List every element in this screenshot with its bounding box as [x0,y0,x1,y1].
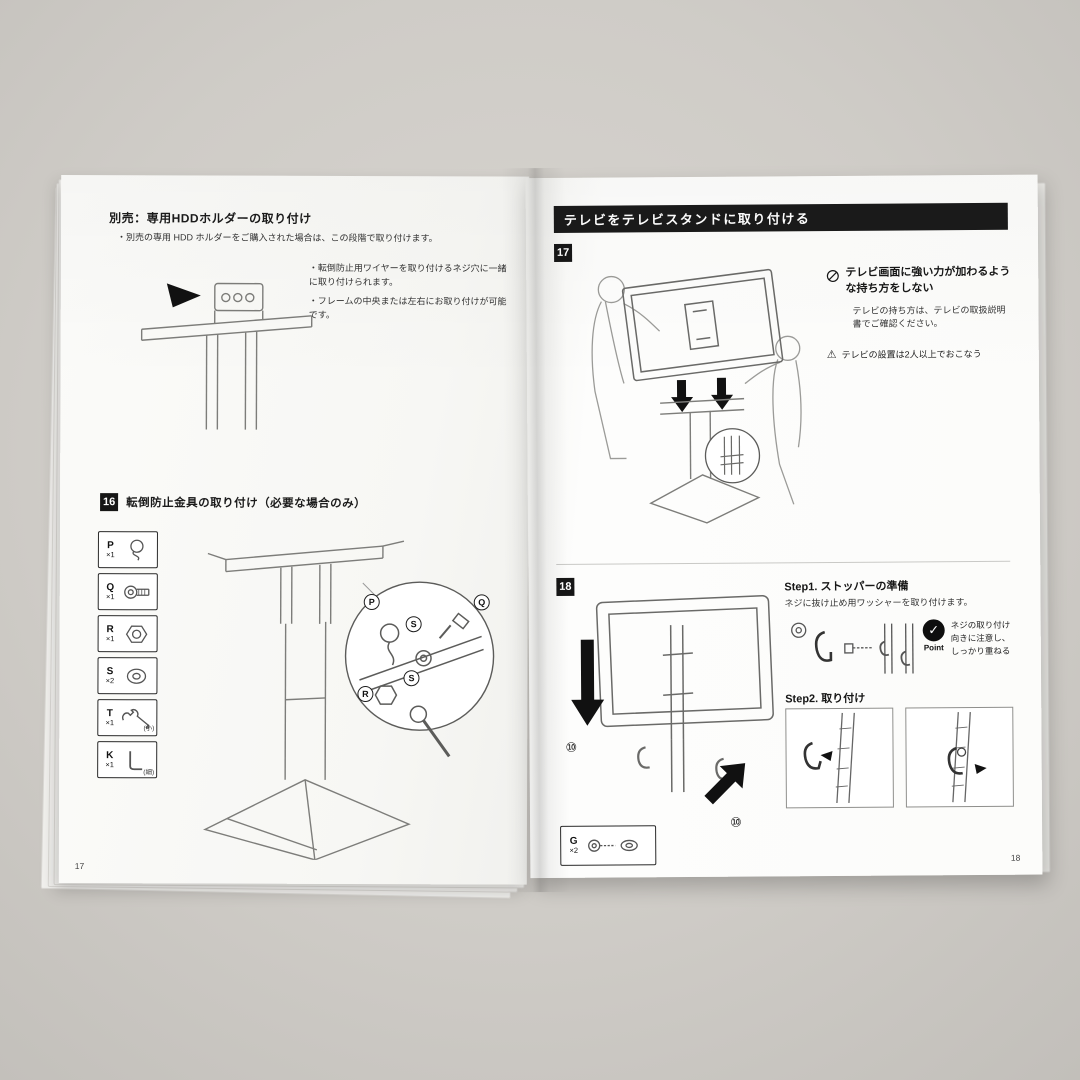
part-row-k: K ×1 (細) [97,741,158,779]
note-frame: ・フレームの中央または左右にお取り付けが可能です。 [308,295,507,320]
step16-header: 16 転倒防止金具の取り付け（必要な場合のみ） [100,493,366,512]
arrow-up-left-icon [704,763,746,805]
stand-assembly-illustration: P S Q R S [167,527,520,861]
step2-detail-boxes [785,706,1014,809]
part-row-p: P ×1 [97,531,158,569]
page-number-right: 18 [1010,852,1021,863]
part-qty: ×1 [105,591,115,602]
part-qty: ×2 [105,675,115,686]
part-id: S ×2 [102,666,117,685]
wire-notes: ・転倒防止用ワイヤーを取り付けるネジ穴に一緒に取り付けられます。 ・フレームの中… [309,262,514,323]
arrow-down-icon [711,377,734,410]
hex-key-icon: (細) [119,747,155,776]
wire-loop-icon [120,537,153,563]
manual-booklet: 別売：専用HDDホルダーの取り付け ・別売の専用 HDD ホルダーをご購入された… [40,153,1053,908]
arrow-down-icon [571,639,605,726]
hook-attached-illustration [947,712,987,803]
part-size-note: (小) [143,724,155,732]
part-id: P ×1 [103,540,118,559]
stopper-parts-illustration [791,622,914,674]
part-row-r: R ×1 [97,615,158,653]
washer-icon [119,664,152,688]
point-badge: Point [922,619,945,653]
part-row-s: S ×2 [97,657,158,695]
tv-back-illustration [571,594,774,805]
page-number-left: 17 [74,861,85,872]
part-qty: ×1 [105,759,114,770]
step1-title: Step1. ストッパーの準備 [784,580,909,594]
part-row-t: T ×1 (小) [97,699,158,737]
section-divider [556,560,1011,565]
circled-number-10: ⑩ [565,739,578,755]
callout-s2: S [403,670,420,687]
part-id: Q ×1 [103,582,118,601]
parts-list: P ×1 Q ×1 [97,531,158,783]
manual-page-right: テレビをテレビスタンドに取り付ける 17 [525,174,1043,879]
warning-triangle-icon [827,348,837,361]
part-qty: ×2 [569,846,579,856]
callout-q: Q [473,594,490,611]
bolt-icon [120,581,153,603]
part-id: T ×1 [102,708,117,727]
part-row-q: Q ×1 [97,573,158,611]
check-icon [922,619,945,642]
part-qty: ×1 [105,633,115,644]
part-id: G ×2 [566,836,581,855]
point-text: ネジの取り付け向きに注意し、しっかり重ねる [950,619,1011,656]
point-block: Point ネジの取り付け向きに注意し、しっかり重ねる [922,619,1015,658]
arrow-icon [820,751,833,762]
step16-title: 転倒防止金具の取り付け（必要な場合のみ） [126,497,367,511]
arrow-down-icon [671,380,694,413]
step17-number-badge: 17 [554,243,573,262]
screw-washer-icon [588,839,638,852]
callout-r: R [357,685,374,703]
prohibition-text: テレビの持ち方は、テレビの取扱説明書でご確認ください。 [852,304,1006,330]
part-qty: ×1 [105,717,115,728]
step2-title: Step2. 取り付け [785,692,866,706]
arrow-icon [166,283,201,308]
hdd-section-note: ・別売の専用 HDD ホルダーをご購入された場合は、この段階で取り付けます。 [116,232,438,244]
part-id: K ×1 [102,750,117,769]
callout-p: P [363,594,380,611]
prohibition-icon [826,270,839,283]
point-label: Point [923,643,944,653]
arrow-icon [974,764,987,775]
note-wire: ・転倒防止用ワイヤーを取り付けるネジ穴に一緒に取り付けられます。 [308,262,507,287]
step2-detail-box-2 [905,706,1014,808]
hook-insert-illustration [803,712,855,804]
hdd-section-title: 別売：専用HDDホルダーの取り付け [109,211,312,226]
callout-s1: S [405,616,422,633]
caution-text: テレビの設置は2人以上でおこなう [841,348,982,360]
parts-g-box: G ×2 [560,825,657,866]
step2-detail-box-1 [785,707,894,809]
nut-icon [120,622,153,646]
part-id: R ×1 [103,624,118,643]
circled-number-10: ⑩ [729,814,742,830]
part-qty: ×1 [106,549,115,560]
step16-number-badge: 16 [100,493,119,512]
hdd-holder-illustration [140,282,313,430]
part-size-note: (細) [143,768,155,776]
wrench-icon: (小) [119,707,155,732]
prohibition-title: テレビ画面に強い力が加わるような持ち方をしない [845,265,1011,295]
stand-illustration-art [202,540,495,861]
tv-mounting-illustration [591,268,802,524]
section-banner: テレビをテレビスタンドに取り付ける [553,202,1008,233]
step1-text: ネジに抜け止め用ワッシャーを取り付けます。 [784,597,973,609]
manual-page-left: 別売：専用HDDホルダーの取り付け ・別売の専用 HDD ホルダーをご購入された… [58,174,530,885]
prohibition-block: テレビ画面に強い力が加わるような持ち方をしない テレビの持ち方は、テレビの取扱説… [826,265,1013,361]
